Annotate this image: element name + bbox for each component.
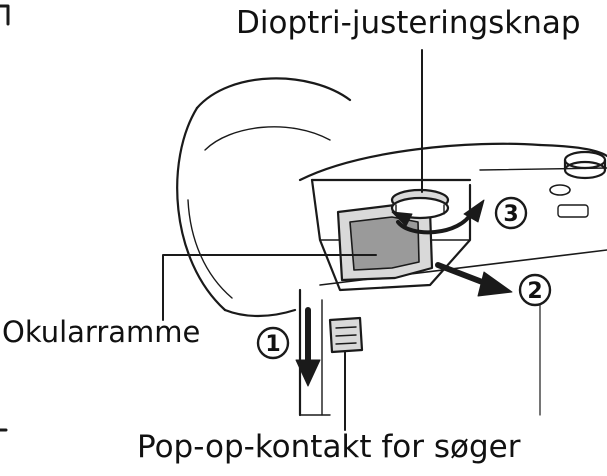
label-eyepiece-frame: Okularramme: [2, 315, 201, 349]
arrow-step-2: [435, 262, 513, 297]
mode-dial: [549, 150, 607, 218]
popup-switch-shape: [328, 316, 364, 354]
label-diopter-knob: Dioptri-justeringsknap: [236, 5, 581, 41]
label-popup-switch: Pop-op-kontakt for søger: [137, 429, 521, 465]
step-circle-1: [256, 326, 290, 360]
corner-mark-top: [0, 4, 10, 26]
leader-eyepiece-frame: [162, 254, 377, 321]
step-number-3: 3: [503, 202, 518, 227]
lens: [176, 77, 352, 318]
step-circle-2: [518, 273, 552, 307]
arrow-step-3: [391, 199, 485, 235]
step-number-2: 2: [527, 279, 542, 304]
step-number-1: 1: [265, 332, 280, 357]
step-circle-3: [494, 196, 528, 230]
arrow-step-1: [295, 307, 321, 387]
